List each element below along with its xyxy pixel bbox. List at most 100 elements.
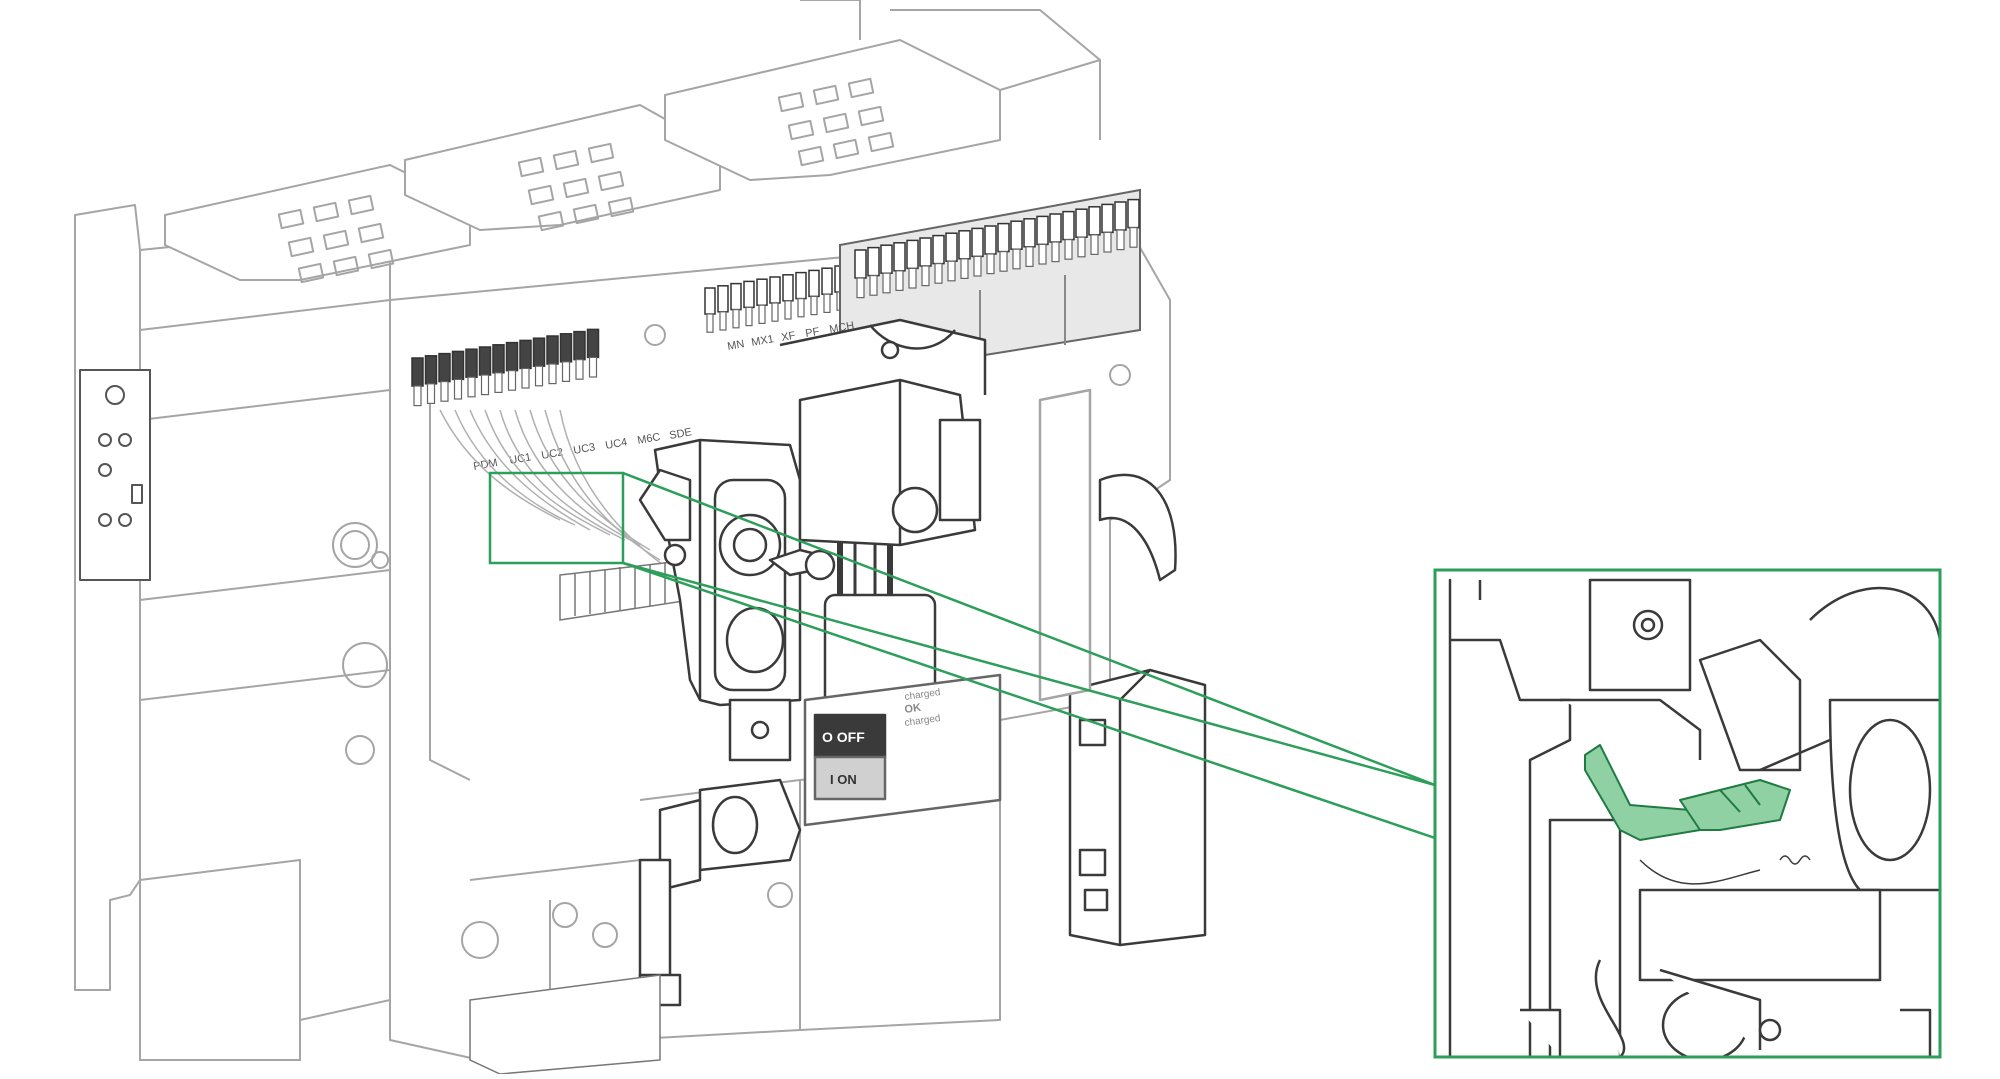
key-icon xyxy=(768,548,836,581)
terminal-screw xyxy=(1025,246,1034,268)
terminal-pin xyxy=(1075,208,1088,238)
indicator-labels: O OFF I ON charged OK charged xyxy=(822,687,941,787)
terminal-pin xyxy=(971,227,984,258)
terminal-screw xyxy=(521,367,530,389)
terminal-screw xyxy=(1077,236,1086,258)
terminal-pin xyxy=(821,267,833,295)
terminal-pin xyxy=(411,357,424,387)
terminal-screw xyxy=(1012,248,1021,270)
terminal-pin xyxy=(743,280,755,309)
terminal-pin xyxy=(492,344,505,374)
terminal-screw xyxy=(771,302,779,322)
terminal-screw xyxy=(494,372,503,393)
terminal-screw xyxy=(1051,241,1060,263)
operating-mechanism xyxy=(638,318,1207,1007)
terminal-screw xyxy=(758,304,766,325)
terminal-screw xyxy=(823,293,831,314)
terminal-pin xyxy=(880,244,893,274)
on-label: I ON xyxy=(830,772,857,787)
terminal-pin xyxy=(893,242,906,272)
terminal-pin xyxy=(1101,203,1114,234)
terminal-screw xyxy=(1090,234,1099,256)
terminal-pin xyxy=(769,276,781,304)
highlighted-lever xyxy=(1584,744,1791,841)
terminal-pin xyxy=(808,269,820,298)
magnify-callout-icon xyxy=(1433,568,1942,1059)
off-label: O OFF xyxy=(822,729,865,745)
terminal-pin xyxy=(505,341,519,372)
terminal-pin xyxy=(867,246,880,277)
terminal-pin xyxy=(559,333,573,363)
terminal-screw xyxy=(745,306,753,327)
terminal-pin xyxy=(704,287,716,315)
terminal-screw xyxy=(810,295,818,316)
terminal-screw xyxy=(440,381,449,402)
terminal-screw xyxy=(1103,231,1112,253)
terminal-pin xyxy=(451,350,465,381)
terminal-pin xyxy=(478,346,492,376)
terminal-pin xyxy=(519,339,532,370)
terminal-pin xyxy=(1088,206,1101,236)
terminal-screw xyxy=(947,260,956,282)
terminal-screw xyxy=(1064,239,1073,260)
terminal-pin xyxy=(854,249,867,279)
terminal-screw xyxy=(507,370,517,391)
terminal-pin xyxy=(906,239,919,270)
terminal-screw xyxy=(413,385,422,407)
status-charged-1: charged xyxy=(904,687,941,703)
terminal-pin xyxy=(1062,210,1075,241)
terminal-label-xf: XF xyxy=(780,330,796,344)
terminal-screw xyxy=(453,378,463,400)
callout-highlight-box xyxy=(488,471,625,565)
terminal-screw xyxy=(467,376,476,398)
terminal-pin xyxy=(945,232,958,262)
status-ok: OK xyxy=(904,702,922,716)
terminal-screw xyxy=(480,374,490,396)
terminal-screw xyxy=(960,258,969,279)
terminal-label-m6c: M6C xyxy=(636,431,661,447)
terminal-screw xyxy=(1116,229,1125,251)
terminal-screw xyxy=(548,363,557,385)
terminal-pin xyxy=(932,234,945,265)
terminal-pin xyxy=(958,230,971,260)
terminal-screw xyxy=(575,359,584,380)
terminal-label-uc4: UC4 xyxy=(604,436,628,452)
terminal-screw xyxy=(706,313,714,333)
terminal-pin xyxy=(984,225,997,255)
terminal-screw xyxy=(1129,227,1138,248)
terminal-screw xyxy=(973,255,982,277)
terminal-screw xyxy=(561,361,571,382)
terminal-screw xyxy=(934,263,943,284)
terminal-screw xyxy=(856,277,865,299)
terminal-screw xyxy=(797,298,805,318)
terminal-pin xyxy=(997,222,1010,253)
bottom-connector xyxy=(469,974,661,1075)
status-charged-2: charged xyxy=(904,713,941,729)
terminal-pin xyxy=(717,285,729,313)
terminal-pin xyxy=(438,352,451,383)
terminal-pin xyxy=(1036,215,1049,246)
terminal-screw xyxy=(732,309,740,329)
terminal-label-sde: SDE xyxy=(668,426,692,442)
terminal-screw xyxy=(999,251,1008,272)
terminal-pin xyxy=(782,274,794,302)
terminal-block-left xyxy=(411,328,600,407)
wiring-bundle xyxy=(439,409,671,571)
terminal-screw xyxy=(908,267,917,289)
terminal-pin xyxy=(424,355,438,385)
terminal-screw xyxy=(986,253,995,275)
terminal-pin xyxy=(919,237,932,267)
terminal-label-mn: MN xyxy=(726,338,745,353)
terminal-pin xyxy=(1049,213,1062,243)
terminal-label-mx1: MX1 xyxy=(750,333,774,349)
terminal-block-right xyxy=(839,188,1141,356)
terminal-screw xyxy=(882,272,891,294)
callout-leader-lines xyxy=(622,471,1436,840)
terminal-pin xyxy=(546,335,559,365)
terminal-screw xyxy=(534,365,544,387)
terminal-screw xyxy=(719,311,727,331)
terminal-pin xyxy=(1114,201,1127,231)
terminal-pin xyxy=(586,328,600,359)
